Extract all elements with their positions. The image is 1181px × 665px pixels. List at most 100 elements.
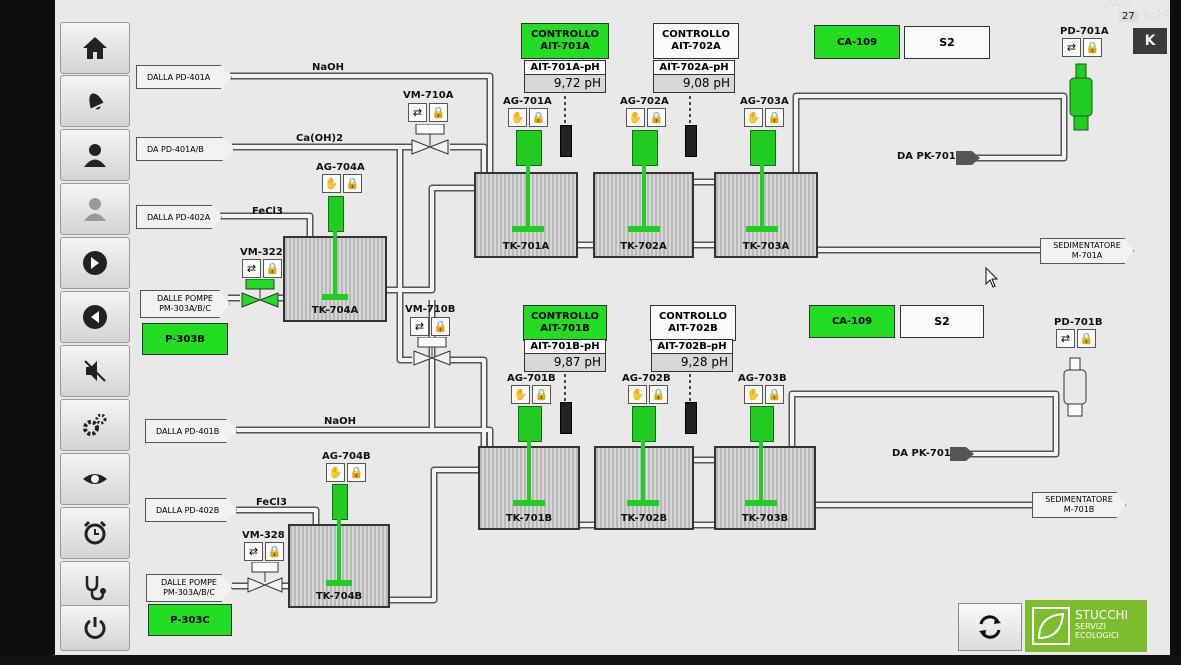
hand-icon[interactable]: ✋ [628, 385, 647, 404]
lock-icon[interactable]: 🔒 [765, 108, 784, 127]
agitator-ag702a-label: AG-702A [620, 96, 669, 107]
lock-icon[interactable]: 🔒 [347, 463, 366, 482]
agitator-ag703a-motor [750, 130, 776, 166]
agitator-ag704b-controls: ✋🔒 [326, 463, 366, 482]
ca109-b-button[interactable]: CA-109 [809, 305, 895, 338]
valve-vm328[interactable] [246, 562, 284, 596]
refresh-button[interactable] [958, 603, 1022, 651]
s2-a-button[interactable]: S2 [904, 26, 990, 59]
source-naoh-a: DALLA PD-401A [136, 65, 232, 89]
auto-icon[interactable]: ⇄ [1062, 38, 1081, 57]
hand-icon[interactable]: ✋ [508, 108, 527, 127]
agitator-ag702a-controls: ✋🔒 [626, 108, 666, 127]
valve-vm710a[interactable] [410, 124, 450, 158]
arrow-right-icon [83, 251, 107, 275]
pump-pd701a[interactable] [1066, 62, 1096, 134]
lock-icon[interactable]: 🔒 [263, 259, 282, 278]
diagnostics-button[interactable] [60, 561, 130, 613]
view-button[interactable] [60, 453, 130, 505]
lock-icon[interactable]: 🔒 [765, 385, 784, 404]
lock-icon[interactable]: 🔒 [1083, 38, 1102, 57]
flow-caoh-a: Ca(OH)2 [296, 133, 344, 144]
refresh-icon [979, 615, 1001, 639]
pump-p303b-button[interactable]: P-303B [142, 323, 228, 355]
tank-tk703a[interactable]: TK-703A [714, 172, 818, 258]
alarm-bell-button[interactable] [60, 75, 130, 127]
ph-probe-701b [560, 402, 572, 434]
s2-b-button[interactable]: S2 [900, 305, 984, 338]
agitator-ag702b-label: AG-702B [622, 373, 671, 384]
lock-icon[interactable]: 🔒 [429, 103, 448, 122]
tank-tk702b-name: TK-702B [620, 513, 668, 524]
k-button[interactable]: K [1133, 28, 1167, 54]
lock-icon[interactable]: 🔒 [529, 108, 548, 127]
tank-tk703b[interactable]: TK-703B [714, 446, 816, 530]
auto-icon[interactable]: ⇄ [1056, 329, 1075, 348]
controller-ait702b-line1: CONTROLLO [658, 311, 728, 322]
mute-icon [84, 360, 106, 382]
analyzer-ait701a-name: AIT-701A-pH [525, 61, 605, 75]
auto-icon[interactable]: ⇄ [242, 259, 261, 278]
lock-icon[interactable]: 🔒 [343, 174, 362, 193]
hand-icon[interactable]: ✋ [744, 385, 763, 404]
pump-p303c-button[interactable]: P-303C [148, 604, 232, 636]
ph-probe-702a [685, 125, 697, 157]
hand-icon[interactable]: ✋ [511, 385, 530, 404]
agitator-ag704a-blade [322, 294, 348, 300]
sedimentatore-m701b-line1: SEDIMENTATORE [1045, 495, 1113, 504]
agitator-ag701a-label: AG-701A [503, 96, 552, 107]
hand-icon[interactable]: ✋ [626, 108, 645, 127]
auto-icon[interactable]: ⇄ [244, 542, 263, 561]
lock-icon[interactable]: 🔒 [431, 317, 450, 336]
user-button[interactable] [60, 129, 130, 181]
power-icon [84, 617, 106, 639]
user-icon [84, 144, 106, 167]
alarm-clock-button[interactable] [60, 507, 130, 559]
lock-icon[interactable]: 🔒 [1077, 329, 1096, 348]
pump-pd701b-label: PD-701B [1054, 317, 1103, 328]
auto-icon[interactable]: ⇄ [408, 103, 427, 122]
lock-icon[interactable]: 🔒 [532, 385, 551, 404]
lock-icon[interactable]: 🔒 [649, 385, 668, 404]
auto-icon[interactable]: ⇄ [410, 317, 429, 336]
hand-icon[interactable]: ✋ [326, 463, 345, 482]
agitator-ag701b-label: AG-701B [507, 373, 556, 384]
next-button[interactable] [60, 237, 130, 289]
flow-fecl-a: FeCl3 [252, 206, 283, 217]
hand-icon[interactable]: ✋ [744, 108, 763, 127]
flow-naoh-b: NaOH [324, 416, 356, 427]
logo-name: STUCCHI [1075, 608, 1129, 622]
valve-vm710b[interactable] [412, 337, 452, 371]
valve-vm322[interactable] [240, 279, 280, 313]
settings-button[interactable] [60, 399, 130, 451]
previous-button[interactable] [60, 291, 130, 343]
mute-button[interactable] [60, 345, 130, 397]
agitator-ag703a-shaft [760, 162, 764, 232]
agitator-ag701b-shaft [527, 438, 531, 506]
mouse-cursor [985, 267, 999, 288]
bell-icon [89, 93, 104, 110]
valve-vm710a-controls: ⇄🔒 [408, 103, 448, 122]
power-button[interactable] [60, 605, 130, 651]
agitator-ag701a-blade [512, 226, 544, 232]
eye-icon [83, 474, 107, 484]
source-pumps-a-line1: DALLE POMPE [157, 294, 213, 303]
alarm-clock-icon [83, 520, 107, 545]
lock-icon[interactable]: 🔒 [265, 542, 284, 561]
user-disabled-button[interactable] [60, 183, 130, 235]
analyzer-ait702a-name: AIT-702A-pH [654, 61, 734, 75]
ca109-a-button[interactable]: CA-109 [814, 25, 900, 59]
lock-icon[interactable]: 🔒 [647, 108, 666, 127]
sedimentatore-m701a-line2: M-701A [1071, 251, 1103, 260]
home-button[interactable] [60, 22, 130, 74]
pump-pd701b[interactable] [1060, 356, 1090, 420]
sedimentatore-m701a-line1: SEDIMENTATORE [1053, 241, 1121, 250]
agitator-ag701a-motor [516, 130, 542, 166]
hand-icon[interactable]: ✋ [322, 174, 341, 193]
